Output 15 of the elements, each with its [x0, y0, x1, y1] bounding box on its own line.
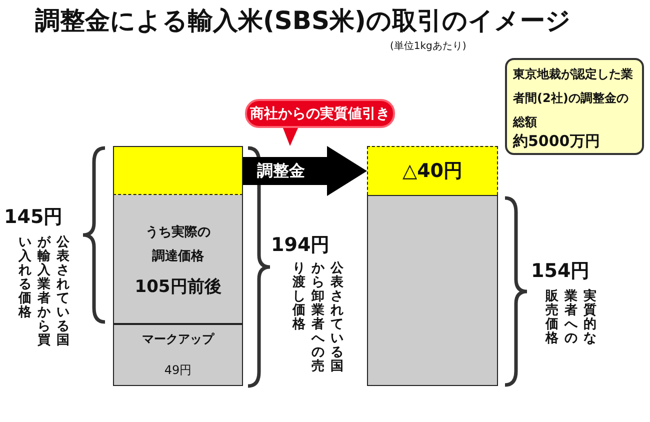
arrow — [243, 146, 367, 196]
price-description: 公表されている国が輸入業者から買い入れる価格 — [18, 236, 70, 348]
price-label: 145円 — [4, 205, 63, 230]
price-label: 194円 — [271, 233, 330, 258]
price-description: 公表されている国から卸業者への売り渡し価格 — [292, 262, 344, 374]
title: 調整金による輸入米(SBS米)の取引のイメージ — [35, 5, 571, 37]
price-bar-segment — [367, 195, 498, 386]
price-label: 154円 — [531, 259, 590, 284]
discount-bar-segment: △40円 — [367, 146, 498, 195]
price-bar-segment — [113, 146, 243, 195]
unit-note: (単位1kgあたり) — [390, 40, 466, 53]
info-box: 東京地裁が認定した業者間(2社)の調整金の総額 約5000万円 — [505, 58, 644, 155]
price-bar-segment: うち実際の調達価格 105円前後 — [113, 195, 243, 324]
price-bar-segment: マークアップ 49円 — [113, 324, 243, 386]
price-description: 実質的な業者への販売価格 — [545, 290, 597, 346]
